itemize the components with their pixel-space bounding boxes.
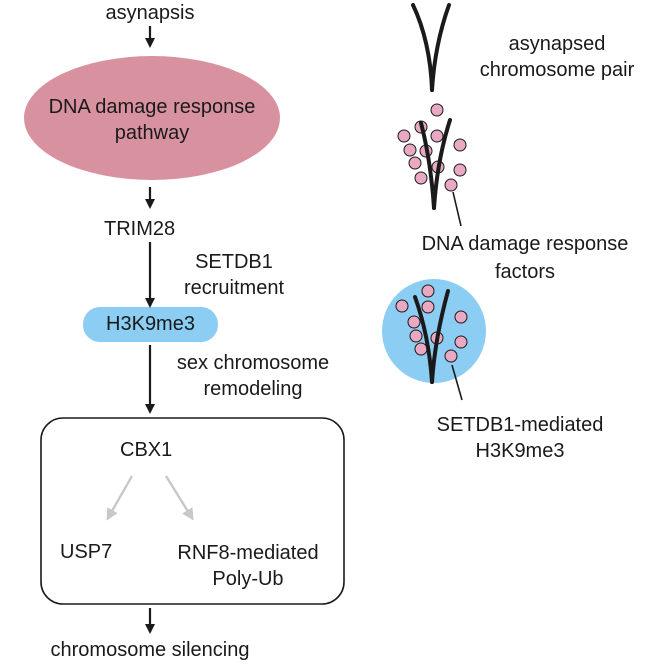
poly-ub-line: Poly-Ub: [212, 568, 284, 590]
trim28-label: TRIM28: [104, 218, 176, 240]
ddr-factor-dot: [454, 310, 468, 324]
remodeling-line: remodeling: [203, 378, 303, 400]
h3k9me3-pointer: [451, 364, 463, 401]
ddr-factor-dot: [397, 129, 411, 143]
cbx1-box: [40, 417, 345, 605]
arrow-cbx1-to-usp7: [106, 475, 134, 521]
h3k9me3-label: H3K9me3: [106, 313, 195, 335]
ddr-pathway-line-2: pathway: [114, 122, 190, 144]
usp7-label: USP7: [60, 541, 113, 563]
h3k9me3-schematic-line: H3K9me3: [475, 440, 565, 462]
h3k9me3-chromosome-pair-icon: [413, 289, 450, 384]
rnf8-label: RNF8-mediated Poly-Ub: [158, 540, 338, 592]
ddr-factor-dot: [444, 349, 458, 363]
chromosome-silencing-label: chromosome silencing: [50, 639, 250, 661]
asynapsed-chromosome-pair-icon: [411, 3, 451, 92]
ddr-factor-dot: [414, 342, 428, 356]
asynapsis-label: asynapsis: [105, 2, 195, 24]
setdb1-h3k9me3-label: SETDB1-mediated H3K9me3: [420, 412, 620, 464]
setdb1-line: SETDB1: [195, 251, 273, 273]
ddr-factor-dot: [453, 163, 467, 177]
ddr-factors-line-2: factors: [494, 261, 556, 283]
ddr-factor-dot: [408, 156, 422, 170]
asynapsed-line: asynapsed: [508, 33, 606, 55]
ddr-pathway-line-1: DNA damage response: [48, 96, 256, 118]
ddr-factor-dot: [395, 299, 409, 313]
ddr-pathway-ellipse: [24, 56, 280, 180]
setdb1-recruitment-label: SETDB1 recruitment: [160, 249, 308, 301]
ddr-factor-dot: [444, 178, 458, 192]
ddr-factor-dot: [407, 315, 421, 329]
ddr-factor-dot: [453, 138, 467, 152]
recruitment-line: recruitment: [183, 277, 285, 299]
ddr-factors-label: DNA damage response factors: [400, 230, 650, 286]
ddr-factor-dot: [454, 335, 468, 349]
ddr-factor-dot: [403, 143, 417, 157]
arrow-cbx1-to-rnf8: [164, 475, 194, 521]
ddr-factor-dot: [409, 329, 423, 343]
ddr-chromosome-pair-icon: [419, 118, 452, 210]
chromosome-pair-line: chromosome pair: [479, 59, 635, 81]
h3k9me3-pill: [83, 307, 218, 342]
setdb1-mediated-line: SETDB1-mediated: [436, 414, 604, 436]
sex-chromosome-line: sex chromosome: [176, 352, 330, 374]
asynapsed-pair-label: asynapsed chromosome pair: [470, 31, 644, 83]
ddr-factors-line-1: DNA damage response: [421, 233, 629, 255]
ddr-factor-dot: [421, 284, 435, 298]
ddr-factor-dot: [430, 129, 444, 143]
ddr-factor-dot: [414, 171, 428, 185]
ddr-factor-dot: [430, 103, 444, 117]
rnf8-line: RNF8-mediated: [177, 542, 319, 564]
sex-chromosome-remodeling-label: sex chromosome remodeling: [158, 350, 348, 402]
ddr-pathway-label: DNA damage response pathway: [22, 94, 282, 146]
cbx1-label: CBX1: [120, 439, 173, 461]
ddr-factor-dot: [421, 300, 435, 314]
ddr-factors-pointer: [452, 191, 462, 227]
